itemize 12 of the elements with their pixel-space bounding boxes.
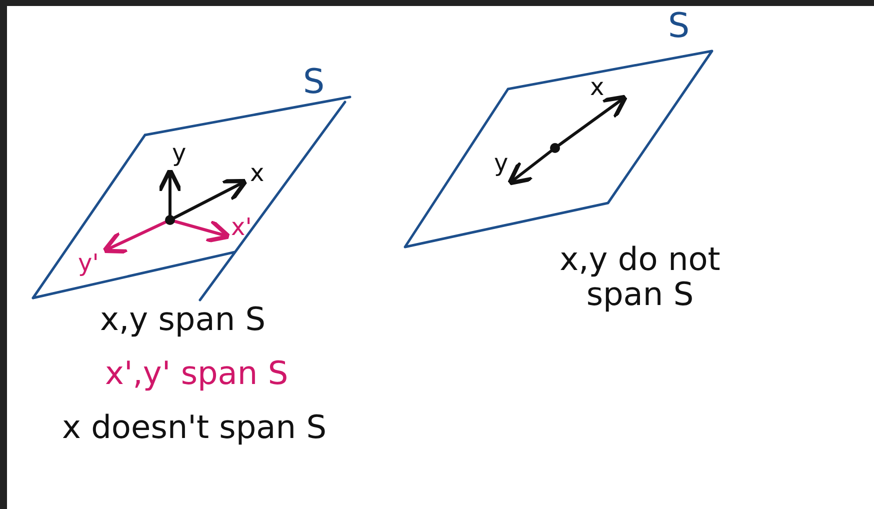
vector-label: y [494, 150, 508, 176]
vector-label: x [250, 160, 264, 186]
plane-label: S [668, 8, 690, 46]
plane-label: S [303, 64, 325, 102]
vector-label: x [590, 74, 604, 100]
caption-text: x',y' span S [105, 356, 288, 392]
vector-label: y' [78, 250, 99, 276]
vector-label: y [172, 140, 186, 166]
vector-label: x' [231, 214, 252, 240]
caption-text: x doesn't span S [62, 410, 327, 446]
caption-text: x,y do not span S [558, 242, 722, 312]
caption-text: x,y span S [100, 302, 266, 338]
